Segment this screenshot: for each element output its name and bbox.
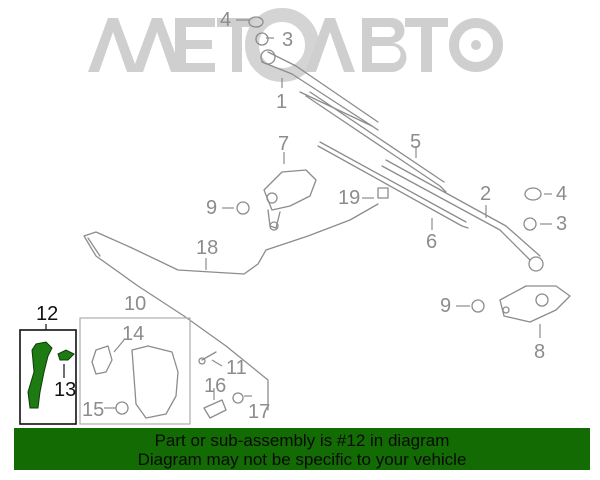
callout-4: 4 — [556, 183, 568, 205]
part-18-washer-hose — [83, 203, 379, 411]
part-8-wiper-linkage — [499, 285, 571, 323]
part-10-reservoir-box — [79, 317, 191, 425]
banner-line-1: Part or sub-assembly is #12 in diagram — [154, 431, 450, 450]
callout-18: 18 — [196, 237, 219, 259]
part-15-seal — [115, 401, 129, 415]
callout-12: 12 — [36, 303, 59, 325]
part-9-grommet-right — [471, 299, 485, 313]
part-19-nozzle — [377, 187, 389, 199]
part-6-wiper-blade — [317, 141, 469, 229]
info-banner: Part or sub-assembly is #12 in diagram D… — [14, 428, 590, 470]
part-4-cap-top — [248, 16, 264, 28]
part-4-cap-right — [524, 187, 542, 201]
callout-6: 6 — [426, 231, 438, 253]
part-2-wiper-arm — [381, 159, 544, 272]
part-12-highlight-box — [19, 329, 77, 425]
part-14-washer-pump — [91, 345, 113, 375]
callout-5: 5 — [410, 131, 422, 153]
watermark-logo — [88, 8, 503, 82]
callout-16: 16 — [204, 375, 227, 397]
part-10-reservoir-tank — [131, 345, 179, 419]
callout-9: 9 — [440, 295, 452, 317]
banner-line-2: Diagram may not be specific to your vehi… — [137, 450, 467, 469]
callout-4: 4 — [220, 9, 232, 31]
callout-3: 3 — [282, 29, 294, 51]
callout-13: 13 — [54, 379, 77, 401]
callout-2: 2 — [480, 183, 492, 205]
callout-11: 11 — [226, 357, 247, 379]
part-16-sensor — [203, 399, 227, 419]
callout-1: 1 — [276, 91, 288, 113]
callout-3: 3 — [556, 213, 568, 235]
part-3-nut-right — [523, 217, 537, 231]
callout-19: 19 — [338, 187, 361, 209]
callout-9: 9 — [206, 197, 218, 219]
part-3-nut-top — [255, 32, 269, 46]
callout-10: 10 — [124, 293, 147, 315]
part-17-grommet — [232, 392, 244, 404]
part-9-grommet-left — [236, 201, 250, 215]
part-7-wiper-motor — [263, 169, 317, 231]
callout-14: 14 — [122, 323, 145, 345]
callout-8: 8 — [534, 341, 546, 363]
callout-7: 7 — [278, 133, 290, 155]
part-5-wiper-blade — [305, 91, 447, 193]
callout-17: 17 — [248, 401, 271, 423]
callout-15: 15 — [82, 399, 105, 421]
